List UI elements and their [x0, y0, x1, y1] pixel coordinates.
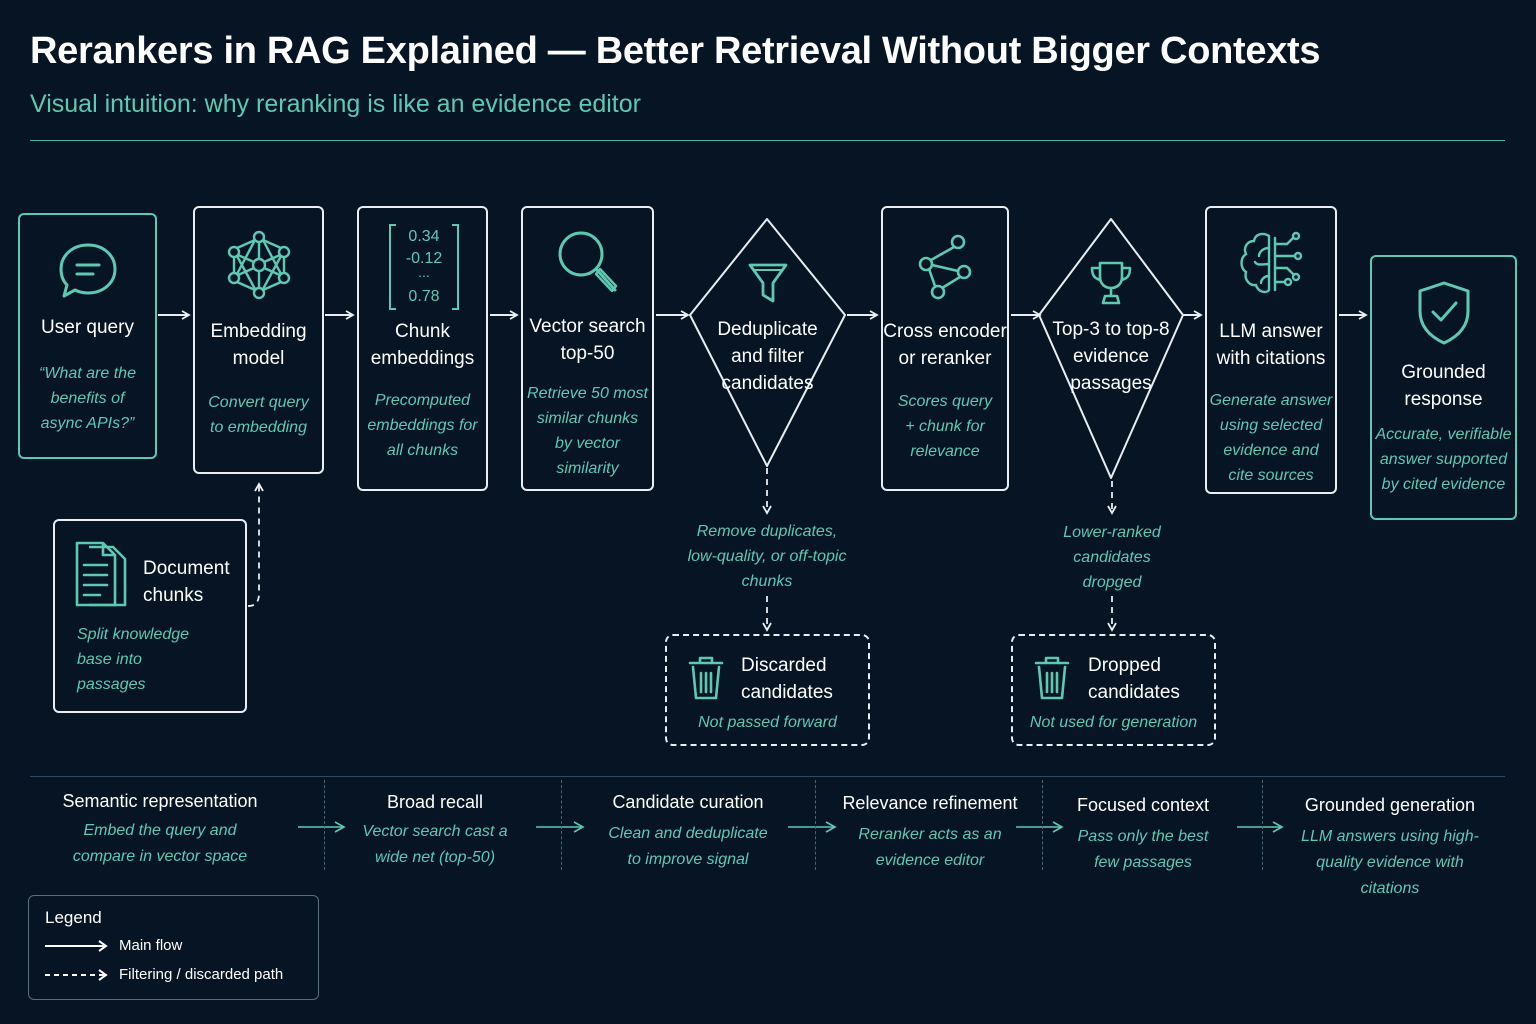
vector-value: 0.34: [408, 228, 440, 245]
embedding-model-node: Embedding model Convert query to embeddi…: [193, 206, 324, 474]
vector-icon: 0.34 -0.12 ... 0.78: [389, 224, 459, 310]
cross-encoder-title: Cross encoder or reranker: [883, 321, 1007, 369]
rerank-filter-note: Lower-ranked candidates dropged: [1063, 524, 1161, 591]
stage-separator: [561, 780, 562, 870]
dropped-title: Dropped candidates: [1088, 655, 1180, 703]
chat-bubble-icon: [59, 243, 116, 298]
discarded-desc: Not passed forward: [698, 714, 837, 731]
stage-focused-context: Focused context Pass only the best few p…: [1063, 792, 1223, 876]
stage-desc: Vector search cast a wide net (top-50): [362, 823, 508, 866]
page-subtitle: Visual intuition: why reranking is like …: [30, 90, 641, 118]
stage-separator: [1262, 780, 1263, 870]
cross-encoder-desc: Scores query + chunk for relevance: [897, 393, 993, 460]
stage-semantic-representation: Semantic representation Embed the query …: [50, 788, 270, 870]
vector-search-title: Vector search top-50: [529, 316, 646, 364]
user-query-desc: “What are the benefits of async APIs?”: [39, 365, 136, 432]
stage-separator: [815, 780, 816, 870]
trash-icon: [688, 656, 724, 700]
vector-value: 0.78: [408, 288, 440, 305]
llm-answer-desc: Generate answer using selected evidence …: [1209, 392, 1333, 484]
stage-title: Candidate curation: [612, 792, 764, 812]
grounded-response-title: Grounded response: [1401, 362, 1486, 410]
page-title: Rerankers in RAG Explained — Better Retr…: [30, 30, 1321, 72]
document-icon: [75, 541, 127, 607]
chunk-embeddings-title: Chunk embeddings: [370, 321, 475, 369]
document-chunks-desc: Split knowledge base into passages: [77, 626, 190, 693]
stage-desc: Embed the query and compare in vector sp…: [72, 822, 248, 865]
legend-main-flow: Main flow: [119, 937, 183, 954]
discarded-title: Discarded candidates: [741, 655, 833, 703]
stage-title: Relevance refinement: [842, 793, 1018, 813]
brain-circuit-icon: [1240, 231, 1303, 294]
vector-search-node: Vector search top-50 Retrieve 50 most si…: [521, 206, 654, 491]
stage-title: Broad recall: [386, 792, 484, 812]
stage-separator: [1042, 780, 1043, 870]
graph-nodes-icon: [918, 234, 972, 300]
llm-answer-title: LLM answer with citations: [1216, 321, 1326, 369]
legend-main-flow-arrow-icon: [45, 940, 108, 952]
document-chunks-node: Document chunks Split knowledge base int…: [53, 519, 247, 713]
user-query-node: User query “What are the benefits of asy…: [18, 213, 157, 459]
dropped-desc: Not used for generation: [1029, 714, 1198, 731]
stages-divider: [30, 776, 1505, 777]
dropped-candidates-node: Dropped candidates Not used for generati…: [1011, 634, 1216, 746]
dashed-docs-to-embedding: [247, 482, 264, 607]
stage-title: Semantic representation: [62, 791, 258, 811]
legend: Legend Main flow Filtering / discarded p…: [28, 895, 319, 1000]
llm-answer-node: LLM answer with citations Generate answe…: [1205, 206, 1337, 494]
deduplicate-title: Deduplicate and filter candidates: [717, 319, 818, 394]
topk-diamond-shape: [1038, 218, 1184, 479]
header-divider: [30, 140, 1505, 141]
chunk-embeddings-desc: Precomputed embeddings for all chunks: [367, 392, 478, 459]
stage-candidate-curation: Candidate curation Clean and deduplicate…: [588, 789, 788, 873]
embedding-model-desc: Convert query to embedding: [208, 394, 309, 436]
stage-grounded-generation: Grounded generation LLM answers using hi…: [1290, 792, 1490, 902]
vector-search-desc: Retrieve 50 most similar chunks by vecto…: [527, 385, 648, 477]
discarded-candidates-node: Discarded candidates Not passed forward: [665, 634, 870, 746]
grounded-response-node: Grounded response Accurate, verifiable a…: [1370, 255, 1517, 520]
vector-value: -0.12: [405, 250, 443, 267]
magnifier-icon: [558, 231, 617, 293]
top-k-node: Top-3 to top-8 evidence passages: [1039, 219, 1183, 479]
vector-value: ...: [418, 264, 430, 280]
stage-relevance-refinement: Relevance refinement Reranker acts as an…: [832, 790, 1028, 874]
top-k-title: Top-3 to top-8 evidence passages: [1052, 319, 1170, 394]
trophy-icon: [1090, 261, 1132, 305]
dedupe-diamond-shape: [689, 218, 846, 467]
dedupe-filter-note: Remove duplicates, low-quality, or off-t…: [687, 523, 847, 590]
stage-title: Grounded generation: [1304, 795, 1476, 815]
neural-network-icon: [227, 230, 290, 300]
embedding-model-title: Embedding model: [210, 321, 307, 369]
document-chunks-title: Document chunks: [143, 558, 230, 606]
stage-separator: [324, 780, 325, 870]
grounded-response-desc: Accurate, verifiable answer supported by…: [1375, 426, 1512, 493]
trash-icon: [1034, 656, 1070, 700]
stage-desc: LLM answers using high- quality evidence…: [1301, 828, 1479, 897]
stage-broad-recall: Broad recall Vector search cast a wide n…: [345, 789, 525, 871]
chunk-embeddings-node: 0.34 -0.12 ... 0.78 Chunk embeddings Pre…: [357, 206, 488, 491]
legend-filter-path: Filtering / discarded path: [119, 966, 284, 983]
deduplicate-node: Deduplicate and filter candidates: [690, 219, 845, 466]
user-query-title: User query: [41, 317, 134, 338]
cross-encoder-node: Cross encoder or reranker Scores query +…: [881, 206, 1009, 491]
legend-filter-arrow-icon: [45, 969, 108, 981]
stage-desc: Reranker acts as an evidence editor: [858, 826, 1002, 869]
stage-desc: Clean and deduplicate to improve signal: [608, 825, 768, 868]
funnel-icon: [748, 263, 787, 303]
stage-desc: Pass only the best few passages: [1077, 828, 1209, 871]
legend-title: Legend: [45, 908, 102, 927]
stage-title: Focused context: [1076, 795, 1210, 815]
shield-check-icon: [1418, 281, 1469, 345]
